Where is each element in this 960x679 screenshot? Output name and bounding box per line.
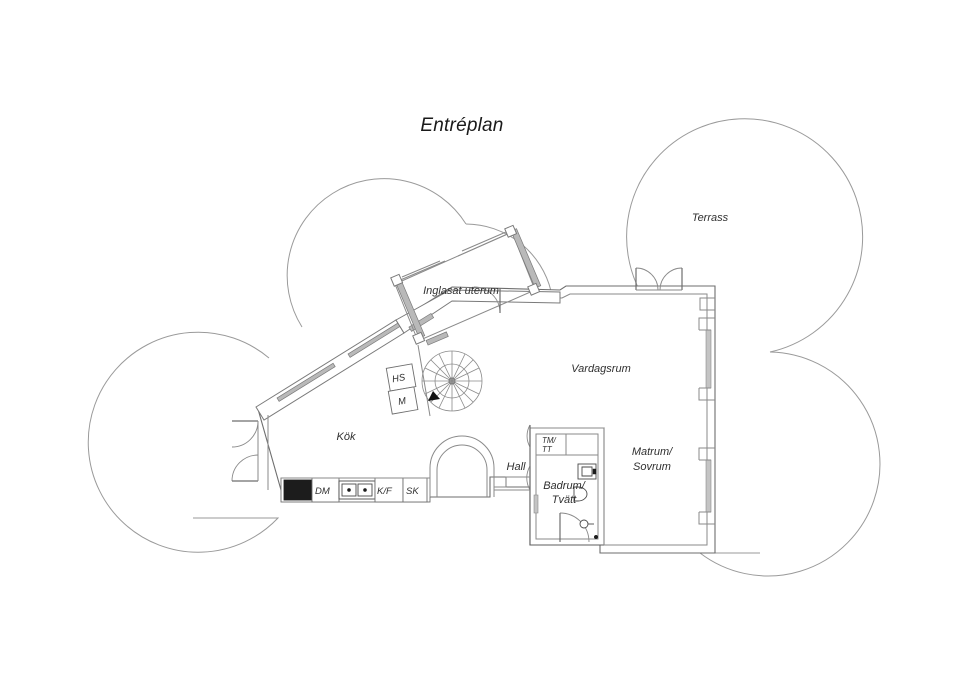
- window-band-northwest-1: [276, 362, 336, 402]
- uterum-post-bottom-right: [527, 282, 541, 296]
- window-jamb-right-2-top: [698, 447, 715, 461]
- washbasin-bowl: [581, 466, 593, 477]
- kitchen-counter-run: [280, 477, 431, 503]
- terrace-outline-left: [87, 331, 280, 553]
- shower-drain: [593, 534, 599, 540]
- stair-tread-2: [451, 367, 480, 382]
- inglasat-uterum-structure: [390, 224, 542, 346]
- laundry-niche: [535, 434, 598, 456]
- left-door-reveal: [257, 415, 269, 490]
- dishwasher-unit: [311, 477, 340, 503]
- stair-tread-10: [424, 380, 453, 395]
- stair-tread-16: [451, 380, 480, 395]
- terrace-double-doors[interactable]: [635, 267, 683, 291]
- hall-door-upper[interactable]: [526, 424, 531, 448]
- uterum-sash-right: [461, 231, 507, 252]
- stair-tread-6: [438, 353, 453, 382]
- uterum-glass-wall-top-right: [457, 232, 511, 257]
- m-closet-box: [387, 386, 419, 415]
- stair-treads: [422, 351, 482, 411]
- bathroom-door-swing: [526, 465, 531, 491]
- window-jamb-right-1-top: [698, 317, 715, 331]
- window-recess-right-1: [705, 329, 712, 389]
- stair-tread-14: [451, 380, 466, 409]
- uterum-door-group[interactable]: [473, 286, 501, 314]
- bathroom-fixtures: [533, 463, 599, 543]
- bathroom-wall-niche: [533, 494, 539, 514]
- shower-handle: [579, 519, 589, 529]
- window-recess-right-2: [705, 459, 712, 513]
- room-label-matrum-sovrum-line2: Sovrum: [633, 461, 671, 473]
- stair-tread-15: [451, 380, 474, 403]
- uterum-glass-wall-right: [510, 228, 542, 289]
- left-door-swing-lower: [231, 454, 259, 482]
- window-jamb-right-2-bottom: [698, 511, 715, 525]
- label-fridge-freezer: K/F: [377, 486, 393, 497]
- archway-kitchen-hall: [429, 435, 495, 497]
- terrace-outline-uterum: [286, 178, 467, 328]
- right-wall-notch: [699, 297, 715, 311]
- hob-plate: [283, 479, 313, 501]
- arch-outer: [429, 435, 495, 497]
- label-dishwasher: DM: [315, 486, 330, 497]
- stair-tread-12: [438, 380, 453, 409]
- stair-direction-arrow: [428, 391, 440, 401]
- arch-inner: [436, 444, 488, 497]
- stair-tread-4: [451, 353, 466, 382]
- sink-drain-right: [363, 488, 367, 492]
- right-wall-windows: [698, 297, 715, 525]
- label-hs: HS: [391, 372, 407, 385]
- bathroom-door[interactable]: [526, 465, 531, 491]
- room-label-terrass: Terrass: [692, 212, 729, 224]
- left-wall-doors[interactable]: [231, 415, 269, 490]
- hs-m-closets: [385, 363, 419, 415]
- uterum-post-top-right: [504, 224, 518, 238]
- building-footprint: [257, 285, 716, 554]
- label-storage-cabinet: SK: [406, 486, 419, 497]
- room-label-inglasat-uterum: Inglasat uterum: [423, 285, 499, 297]
- terrace-outline-upper-right: [626, 118, 864, 353]
- room-label-badrum-tvatt-line1: Badrum/: [543, 480, 586, 492]
- room-label-matrum-sovrum-line1: Matrum/: [632, 446, 673, 458]
- stair-tread-8: [424, 367, 453, 382]
- terrace-door-swing-right: [659, 267, 683, 291]
- left-door-swing-upper: [231, 420, 259, 448]
- uterum-threshold: [425, 331, 449, 346]
- toilet: [573, 486, 588, 502]
- label-tm-line1: TM/: [542, 436, 557, 445]
- storage-cabinet-unit: [402, 477, 428, 503]
- hs-closet-box: [385, 363, 417, 392]
- washbasin-tap: [592, 468, 597, 475]
- stair-rail: [417, 344, 431, 417]
- sink-drain-left: [347, 488, 351, 492]
- label-tt-line2: TT: [542, 445, 553, 454]
- bedroom-partition: [603, 428, 707, 546]
- room-label-badrum-tvatt-line2: Tvätt: [552, 494, 577, 506]
- stair-tread-3: [451, 359, 474, 382]
- window-jamb-right-1-bottom: [698, 387, 715, 401]
- north-wall-slant: [395, 289, 561, 334]
- spiral-staircase: [417, 344, 483, 417]
- label-m: M: [397, 396, 407, 408]
- room-label-hall: Hall: [507, 461, 527, 473]
- terrace-door-swing-left: [635, 267, 659, 291]
- building-outer-wall: [257, 285, 716, 554]
- uterum-sash-left: [401, 260, 441, 278]
- hall-wall-stubs: [493, 476, 530, 497]
- uterum-glass-wall-top-left: [397, 260, 446, 282]
- uterum-post-top-left: [390, 273, 404, 287]
- room-label-vardagsrum: Vardagsrum: [571, 363, 631, 375]
- room-label-kok: Kök: [337, 431, 356, 443]
- stair-tread-7: [430, 359, 453, 382]
- terrace-outline-lower-right: [699, 351, 881, 577]
- north-wall-assembly: [395, 289, 561, 334]
- uterum-post-bottom-left: [412, 331, 426, 345]
- page-title: Entréplan: [420, 115, 503, 136]
